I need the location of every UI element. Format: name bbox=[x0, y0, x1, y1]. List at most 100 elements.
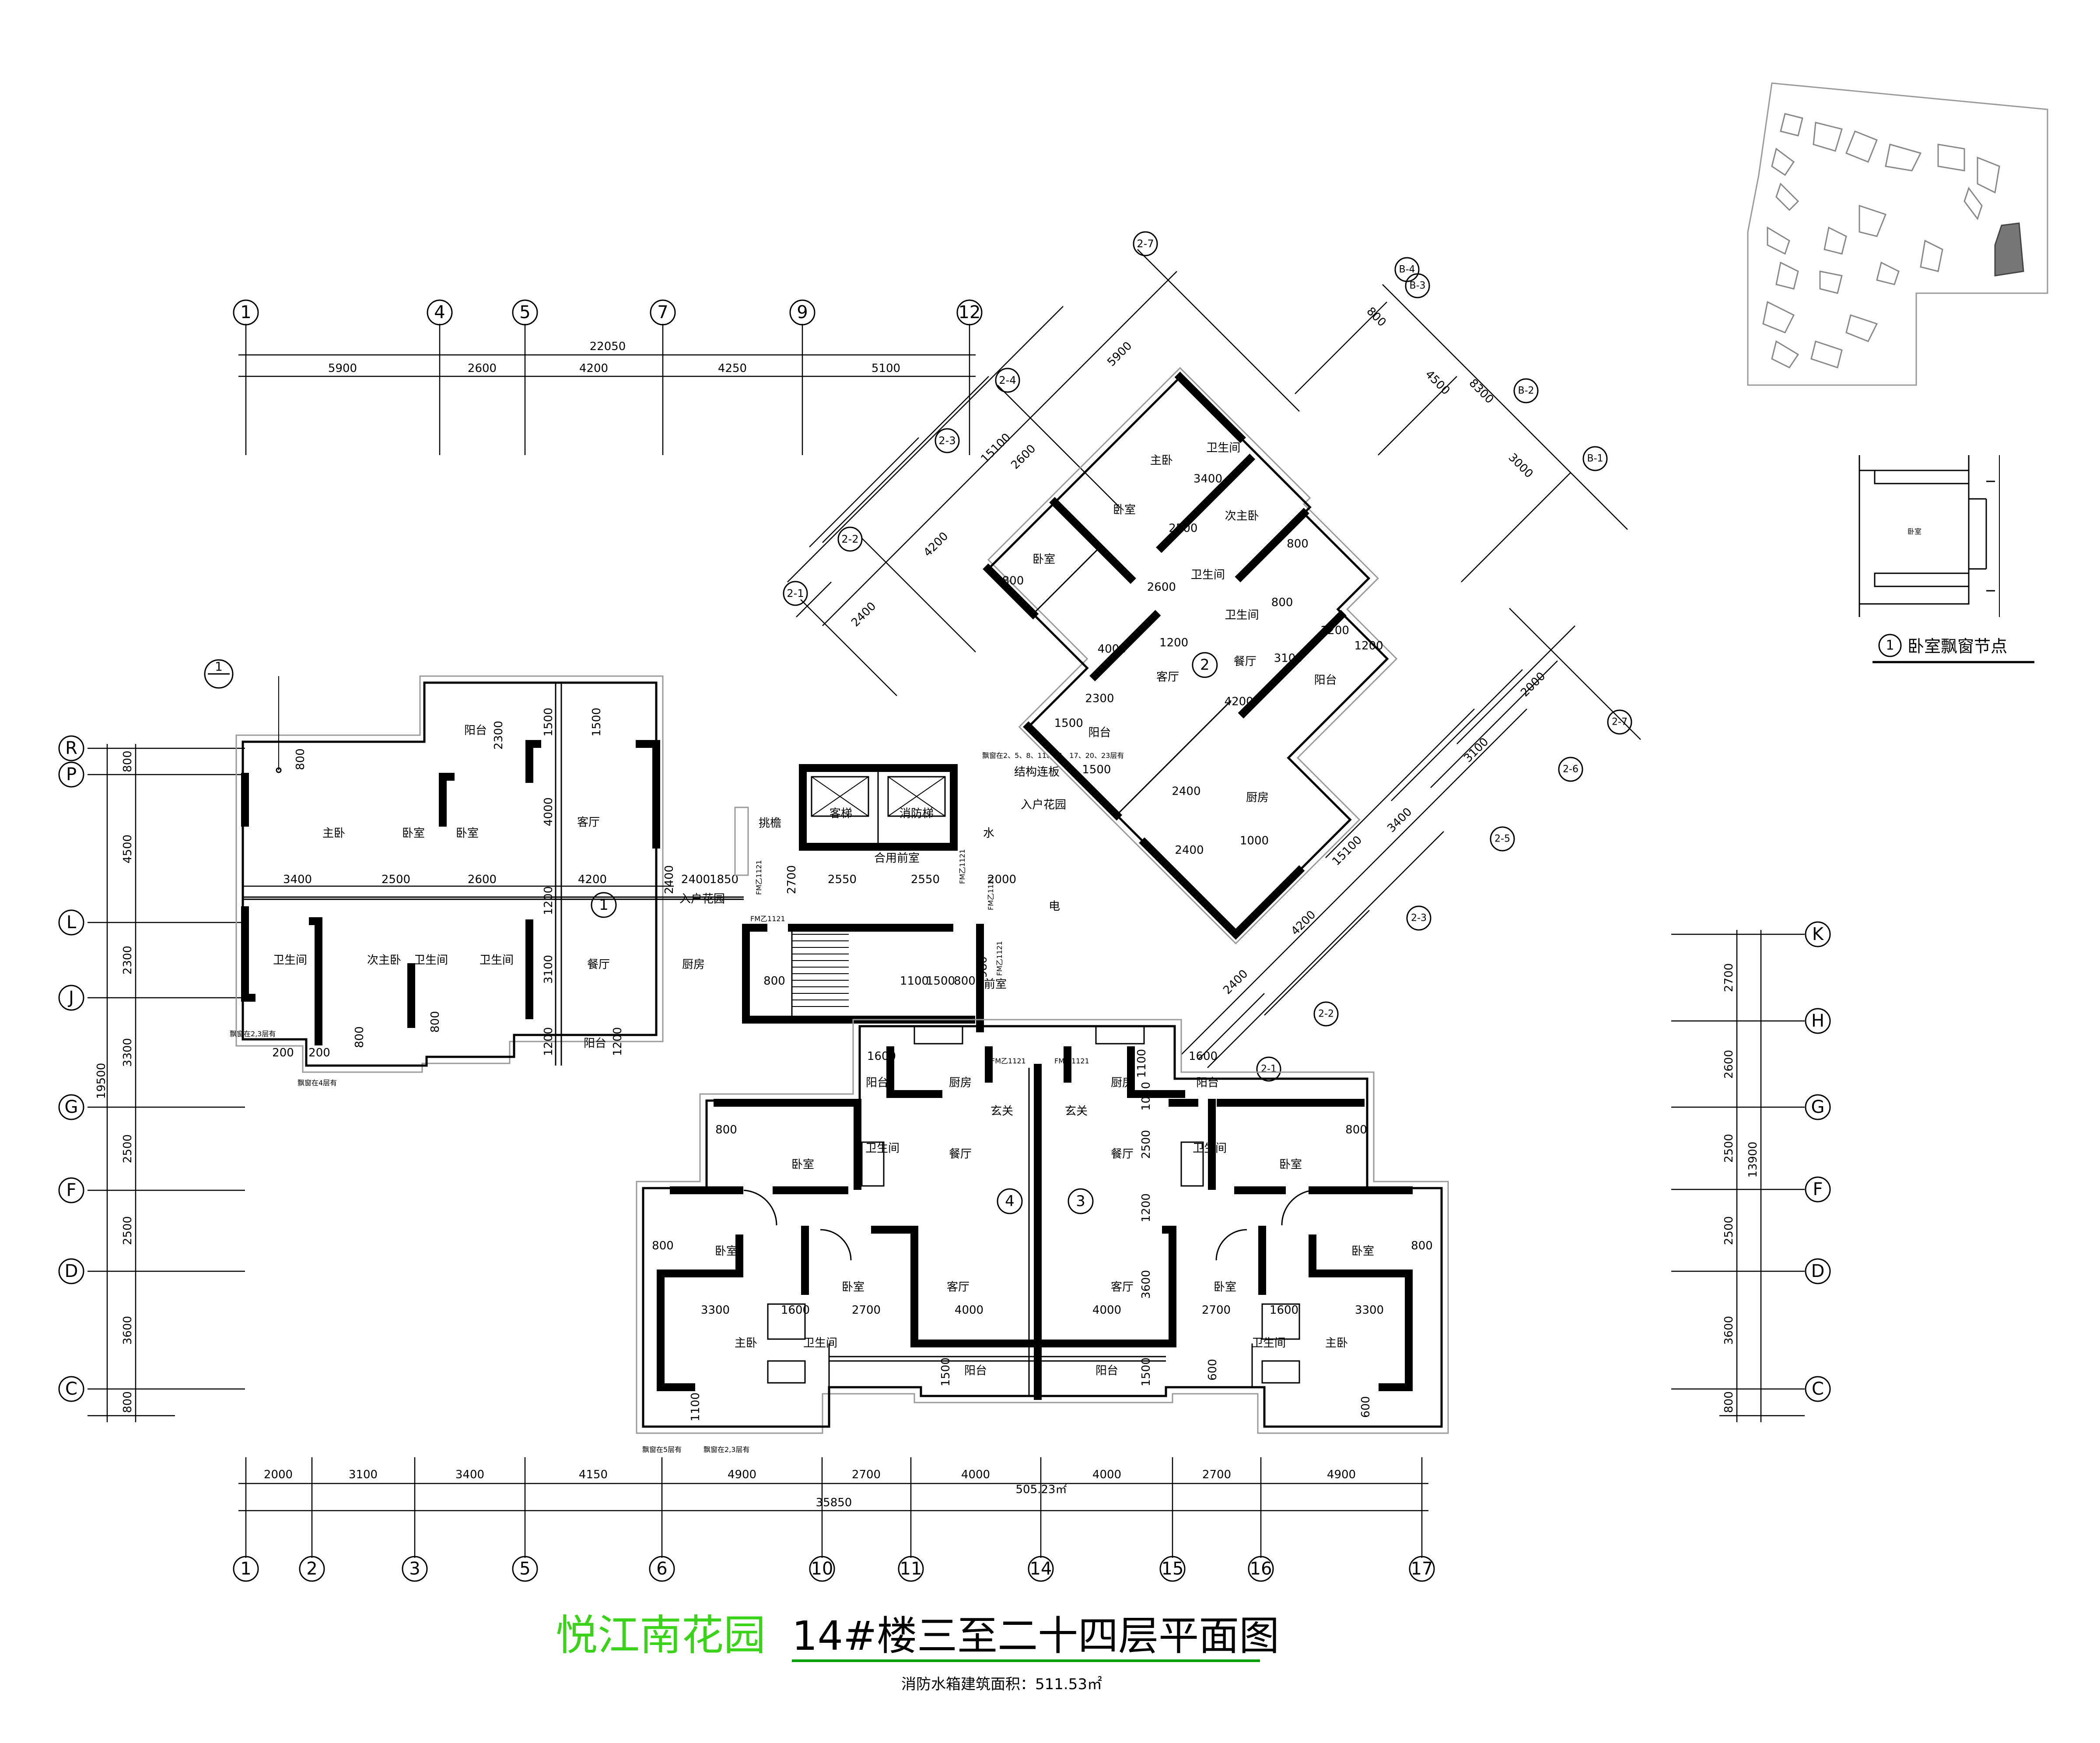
svg-text:3600: 3600 bbox=[1140, 1270, 1153, 1299]
svg-text:1100: 1100 bbox=[689, 1392, 702, 1421]
svg-text:3400: 3400 bbox=[1194, 472, 1222, 485]
svg-text:结构连板: 结构连板 bbox=[1014, 766, 1060, 779]
svg-text:卧室: 卧室 bbox=[791, 1158, 814, 1171]
svg-text:980: 980 bbox=[976, 956, 990, 978]
svg-text:餐厅: 餐厅 bbox=[587, 958, 610, 971]
svg-text:2-1: 2-1 bbox=[1261, 1064, 1277, 1075]
svg-text:1600: 1600 bbox=[781, 1304, 810, 1317]
svg-text:1200: 1200 bbox=[1320, 624, 1349, 637]
svg-text:3400: 3400 bbox=[283, 873, 312, 886]
axis-label: 12 bbox=[959, 302, 981, 323]
svg-text:800: 800 bbox=[652, 1239, 674, 1252]
svg-text:2-4: 2-4 bbox=[999, 374, 1016, 386]
unit-number: 3 bbox=[1076, 1192, 1085, 1210]
svg-text:FM乙1121: FM乙1121 bbox=[991, 1057, 1026, 1065]
svg-text:2-5: 2-5 bbox=[1494, 834, 1510, 845]
svg-text:厨房: 厨房 bbox=[949, 1077, 972, 1090]
svg-text:800: 800 bbox=[954, 975, 976, 988]
svg-text:卫生间: 卫生间 bbox=[480, 954, 514, 967]
svg-text:1500: 1500 bbox=[939, 1357, 952, 1386]
axis-label: G bbox=[65, 1097, 78, 1117]
svg-text:1200: 1200 bbox=[611, 1027, 624, 1056]
svg-text:4500: 4500 bbox=[1423, 368, 1452, 397]
svg-text:2-2: 2-2 bbox=[1318, 1009, 1334, 1020]
svg-text:1050: 1050 bbox=[1140, 1082, 1153, 1111]
unit-1: 3400 2500 2600 4200 2400 800 2300 1500 1… bbox=[204, 659, 1016, 1087]
svg-text:卧室: 卧室 bbox=[402, 827, 425, 840]
svg-text:1: 1 bbox=[1886, 638, 1894, 653]
svg-text:4900: 4900 bbox=[1327, 1468, 1356, 1481]
axis-label: C bbox=[65, 1379, 77, 1399]
axis-bubble bbox=[512, 299, 538, 326]
svg-text:2700: 2700 bbox=[1722, 963, 1736, 992]
svg-text:1500: 1500 bbox=[1140, 1357, 1153, 1386]
svg-text:2300: 2300 bbox=[1085, 692, 1114, 705]
dim-total: 19500 bbox=[95, 1063, 108, 1099]
svg-text:2-1: 2-1 bbox=[787, 587, 804, 600]
axis-label: 1 bbox=[240, 1559, 251, 1579]
svg-text:2400: 2400 bbox=[663, 865, 676, 894]
axis-label: J bbox=[67, 988, 74, 1008]
svg-text:电: 电 bbox=[1049, 900, 1060, 913]
axis-label: P bbox=[66, 765, 77, 785]
svg-text:卫生间: 卫生间 bbox=[865, 1142, 900, 1155]
svg-text:1600: 1600 bbox=[1270, 1304, 1298, 1317]
svg-text:卫生间: 卫生间 bbox=[414, 954, 448, 967]
area-note: 505.23㎡ bbox=[1016, 1483, 1067, 1496]
svg-text:3300: 3300 bbox=[1355, 1304, 1384, 1317]
svg-text:阳台: 阳台 bbox=[1196, 1077, 1219, 1090]
svg-text:前室: 前室 bbox=[984, 978, 1007, 991]
svg-text:3100: 3100 bbox=[1274, 652, 1303, 665]
unit-number: 1 bbox=[599, 896, 609, 914]
svg-text:2-3: 2-3 bbox=[1411, 913, 1427, 924]
axis-bubble bbox=[789, 299, 816, 326]
dim-span: 2600 bbox=[468, 362, 497, 375]
svg-text:阳台: 阳台 bbox=[1314, 673, 1337, 687]
svg-text:4900: 4900 bbox=[728, 1468, 756, 1481]
svg-text:卧室: 卧室 bbox=[1908, 527, 1922, 536]
svg-text:FM乙1121: FM乙1121 bbox=[995, 941, 1004, 976]
svg-text:卫生间: 卫生间 bbox=[1191, 568, 1225, 582]
svg-text:800: 800 bbox=[715, 1123, 737, 1136]
svg-text:2500: 2500 bbox=[1140, 1130, 1153, 1159]
svg-text:B-2: B-2 bbox=[1518, 386, 1534, 396]
svg-text:800: 800 bbox=[1287, 537, 1309, 551]
axis-label: D bbox=[65, 1261, 78, 1281]
svg-text:2500: 2500 bbox=[1722, 1134, 1736, 1163]
diagonal-dims: 2-7 2-4 2-3 2-2 2-1 B-4 B-3 B-2 B-1 2-7 … bbox=[783, 231, 1641, 1082]
svg-text:阳台: 阳台 bbox=[1096, 1364, 1118, 1378]
svg-text:2300: 2300 bbox=[492, 721, 505, 750]
svg-text:2400: 2400 bbox=[849, 600, 878, 629]
svg-text:2500: 2500 bbox=[1169, 522, 1197, 535]
svg-text:客梯: 客梯 bbox=[830, 807, 852, 821]
svg-text:800: 800 bbox=[1722, 1391, 1736, 1413]
svg-text:3300: 3300 bbox=[121, 1038, 134, 1067]
svg-text:阳台: 阳台 bbox=[866, 1077, 889, 1090]
axis-label: 16 bbox=[1250, 1559, 1272, 1579]
axis-label: L bbox=[66, 912, 77, 933]
axis-label: D bbox=[1811, 1261, 1825, 1281]
svg-text:4200: 4200 bbox=[578, 873, 607, 886]
axis-label: G bbox=[1811, 1097, 1825, 1117]
svg-text:主卧: 主卧 bbox=[1150, 454, 1173, 467]
bay-window-detail: 卧室 1 卧室飘窗节点 bbox=[1858, 455, 2034, 663]
svg-text:2-6: 2-6 bbox=[1563, 764, 1578, 775]
svg-text:卧室: 卧室 bbox=[1214, 1281, 1236, 1294]
svg-text:2000: 2000 bbox=[987, 873, 1016, 886]
svg-text:阳台: 阳台 bbox=[464, 724, 487, 737]
svg-text:3400: 3400 bbox=[455, 1468, 484, 1481]
svg-text:1100: 1100 bbox=[900, 975, 929, 988]
svg-text:FM乙1121: FM乙1121 bbox=[958, 849, 966, 884]
svg-text:B-4: B-4 bbox=[1399, 264, 1415, 275]
svg-text:1500: 1500 bbox=[542, 708, 555, 736]
svg-text:阳台: 阳台 bbox=[584, 1037, 606, 1050]
svg-text:2300: 2300 bbox=[121, 946, 134, 975]
svg-text:消防梯: 消防梯 bbox=[900, 807, 934, 821]
svg-text:卧室: 卧室 bbox=[842, 1281, 864, 1294]
water-tank-area: 消防水箱建筑面积：511.53㎡ bbox=[901, 1676, 1102, 1693]
svg-text:2600: 2600 bbox=[1722, 1050, 1736, 1079]
svg-text:餐厅: 餐厅 bbox=[1234, 655, 1256, 668]
svg-text:客厅: 客厅 bbox=[1156, 670, 1179, 684]
svg-text:1: 1 bbox=[215, 659, 223, 674]
svg-text:卧室: 卧室 bbox=[456, 827, 479, 840]
